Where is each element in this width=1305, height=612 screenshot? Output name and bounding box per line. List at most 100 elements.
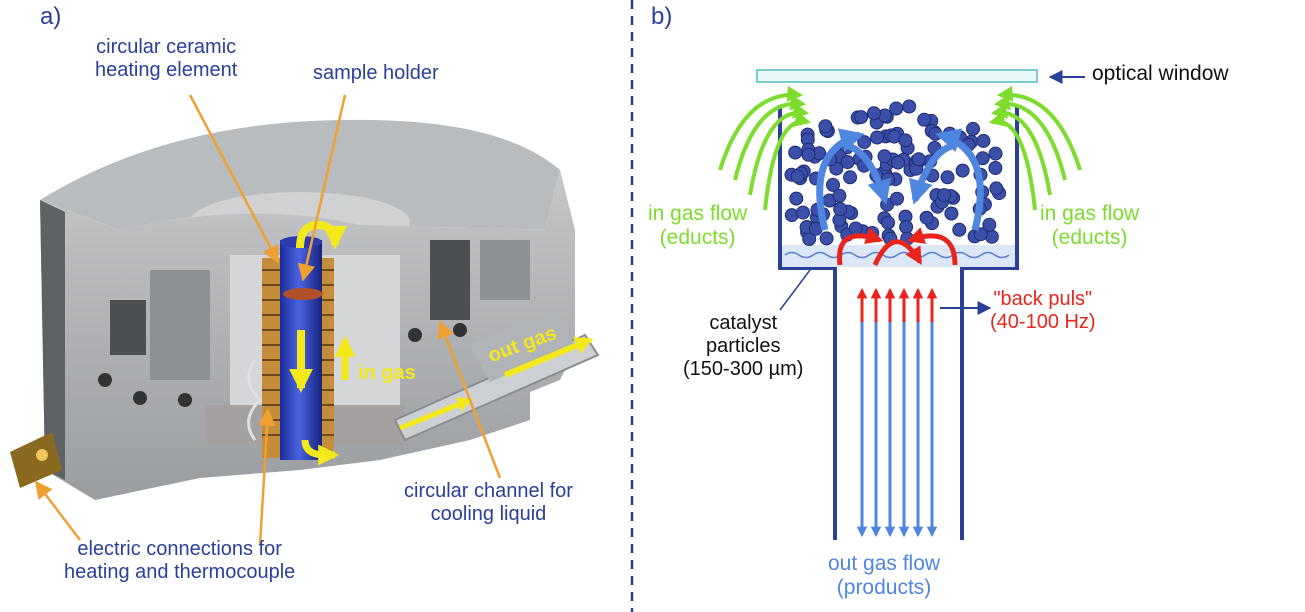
reactor-wall [960, 105, 1019, 540]
cell-cutaway [10, 94, 600, 546]
catalyst-particle [840, 155, 855, 170]
catalyst-particle [796, 205, 810, 220]
catalyst-particle [877, 149, 892, 164]
catalyst-particle [973, 227, 988, 242]
cell-top-surface [40, 119, 560, 230]
catalyst-particle [944, 206, 959, 221]
label-line: (educts) [659, 226, 736, 250]
panel-a-letter: a) [40, 3, 62, 30]
label-electric-connections: electric connections for heating and the… [64, 538, 295, 584]
label-line: circular channel for [404, 480, 573, 502]
catalyst-particle [832, 188, 847, 203]
reactor-wall [778, 105, 837, 540]
cell-slot [150, 270, 210, 380]
catalyst-particle [843, 170, 858, 185]
outlet-pipe-body [470, 310, 575, 382]
label-catalyst-particles: catalyst particles (150-300 µm) [683, 312, 803, 381]
catalyst-particle [919, 210, 934, 225]
cell-hole [453, 323, 467, 337]
catalyst-particle [833, 202, 848, 216]
catalyst-particle [966, 121, 980, 136]
leader-electric-2 [34, 480, 81, 541]
connector-hole [36, 449, 48, 461]
catalyst-particle [982, 217, 997, 232]
catalyst-particle [902, 99, 917, 114]
label-line: catalyst [709, 312, 778, 334]
leader-cooling [437, 320, 502, 479]
label-line: (educts) [1051, 226, 1128, 250]
catalyst-particle [848, 221, 863, 236]
catalyst-particle [889, 101, 904, 116]
leader-sample [297, 94, 347, 282]
label-line: heating element [95, 59, 238, 81]
catalyst-particle [989, 181, 1004, 196]
cell-hole [178, 393, 192, 407]
catalyst-particle [819, 231, 834, 246]
cell-hole [133, 391, 147, 405]
catalyst-particle [937, 188, 952, 203]
gas-arrow-out [503, 337, 594, 378]
label-out-gas-flow: out gas flow (products) [828, 552, 940, 600]
catalyst-particle [988, 146, 1003, 161]
cell-left-face [40, 200, 65, 480]
catalyst-particle [790, 169, 805, 184]
label-line: electric connections for [77, 538, 282, 560]
outflow-arrows [856, 318, 938, 538]
sample-bed [283, 288, 323, 300]
cell-hole [98, 373, 112, 387]
label-line: "back puls" [993, 288, 1093, 310]
back-pulse-arrows [856, 287, 938, 322]
label-heating-element: circular ceramic heating element [95, 36, 237, 82]
catalyst-particle [899, 220, 914, 234]
cell-slot [110, 300, 146, 355]
catalyst-particle [788, 145, 803, 160]
cell-slot [430, 240, 470, 320]
label-in-gas: in gas [358, 362, 416, 384]
label-in-gas-flow-left: in gas flow (educts) [648, 202, 747, 250]
circulation-right [935, 128, 984, 231]
leader-electric-1 [258, 408, 276, 546]
catalyst-particle [976, 133, 991, 148]
gas-arrow-top [296, 220, 347, 250]
catalyst-particle [801, 147, 816, 162]
label-optical-window: optical window [1092, 62, 1229, 85]
catalyst-particle [891, 155, 905, 170]
label-line: cooling liquid [430, 503, 547, 525]
label-cooling-channel: circular channel for cooling liquid [404, 480, 573, 526]
label-back-puls: "back puls" (40-100 Hz) [990, 288, 1096, 334]
cell-slot [480, 240, 530, 300]
catalyst-particle [988, 161, 1003, 175]
catalyst-particle [955, 163, 970, 178]
electric-connector [10, 432, 62, 488]
label-line: in gas flow [1040, 202, 1140, 225]
circulation-left [816, 128, 865, 231]
label-sample-holder: sample holder [313, 62, 439, 84]
catalyst-particle [854, 110, 869, 125]
inflow-right [988, 85, 1082, 211]
label-line: circular ceramic [96, 36, 237, 58]
panel-b-letter: b) [651, 3, 673, 30]
gas-arrow-bottom [301, 439, 340, 466]
cell-hole [408, 328, 422, 342]
catalyst-particle [881, 215, 896, 230]
label-in-gas-flow-right: in gas flow (educts) [1040, 202, 1139, 250]
catalyst-particle [917, 112, 932, 127]
catalyst-particle [940, 170, 955, 185]
label-line: (products) [836, 576, 932, 600]
label-line: (150-300 µm) [683, 358, 804, 380]
schematic [718, 69, 1085, 540]
catalyst-particle [898, 133, 913, 148]
leader-catalyst [779, 269, 811, 311]
catalyst-particle [818, 119, 833, 134]
catalyst-particle [866, 106, 881, 121]
thermocouple-wire [247, 359, 263, 441]
filter-waves [784, 251, 1010, 259]
inflow-left [718, 85, 812, 211]
catalyst-particle [870, 130, 885, 145]
catalyst-particle [789, 191, 804, 206]
catalyst-particle [826, 177, 840, 192]
label-line: in gas flow [648, 202, 748, 225]
backpulse-swirl-left [837, 227, 884, 266]
